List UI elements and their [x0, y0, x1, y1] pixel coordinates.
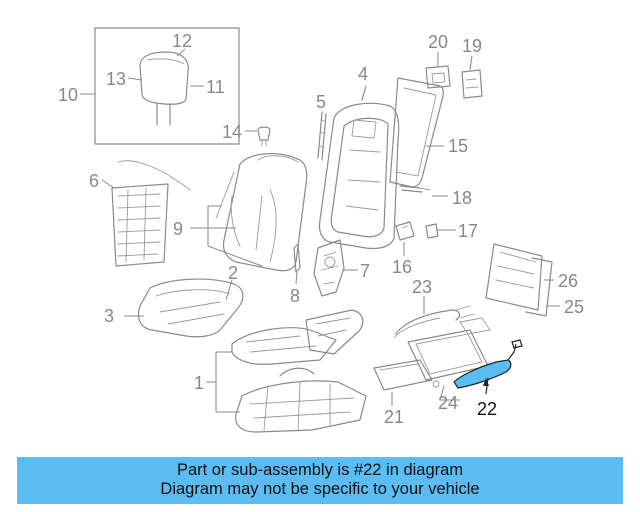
- banner-line-1: Part or sub-assembly is #22 in diagram: [176, 461, 464, 479]
- part-14-clip: [245, 126, 271, 147]
- callout-11: 11: [206, 77, 225, 97]
- parts-25-26-side-panels: [485, 243, 560, 317]
- part-5-rod: [317, 111, 327, 161]
- part-4-seatback-frame: [318, 85, 400, 250]
- callout-10: 10: [58, 85, 78, 105]
- callout-22: 22: [477, 399, 497, 419]
- banner-line-2: Diagram may not be specific to your vehi…: [160, 480, 480, 498]
- part-8-trim: [293, 243, 301, 285]
- callout-9: 9: [173, 219, 183, 239]
- part-6-lumbar-frame: [101, 160, 191, 267]
- callout-3: 3: [104, 306, 114, 326]
- callout-25: 25: [564, 297, 584, 317]
- part-21-pad: [373, 359, 433, 406]
- callout-8: 8: [290, 286, 300, 306]
- parts-16-17-18-small: [395, 185, 456, 256]
- callout-23: 23: [412, 277, 432, 297]
- part-7-recliner: [313, 239, 358, 297]
- part-9-seatback-cushion: [190, 153, 308, 272]
- part-1-seat-frame: [206, 309, 367, 433]
- part-23-harness: [393, 296, 475, 339]
- callout-17: 17: [458, 221, 478, 241]
- callout-6: 6: [89, 171, 99, 191]
- callout-4: 4: [358, 64, 368, 84]
- callout-2: 2: [228, 263, 238, 283]
- callout-16: 16: [392, 257, 412, 277]
- info-banner: Part or sub-assembly is #22 in diagram D…: [17, 457, 623, 504]
- callout-21: 21: [384, 407, 404, 427]
- callout-14: 14: [222, 122, 242, 142]
- callout-15: 15: [448, 136, 468, 156]
- seat-parts-diagram: 10 12 13 11 14 4 5 20 19 15 6 9 18 17 2 …: [58, 27, 584, 433]
- headrest-inset-box: [80, 27, 240, 145]
- callout-13: 13: [106, 69, 126, 89]
- callout-19: 19: [462, 36, 482, 56]
- callout-1: 1: [194, 373, 204, 393]
- parts-19-20-pump: [425, 52, 483, 99]
- callout-5: 5: [316, 92, 326, 112]
- part-2-3-seat-cushion: [124, 278, 244, 338]
- callout-26: 26: [558, 271, 578, 291]
- callout-24: 24: [438, 393, 458, 413]
- part-24-sensor-mat: [407, 317, 491, 401]
- callout-7: 7: [360, 261, 370, 281]
- callout-20: 20: [428, 32, 448, 52]
- callout-18: 18: [452, 188, 472, 208]
- callout-12: 12: [172, 31, 192, 51]
- part-22-highlighted-sensor: [453, 339, 523, 395]
